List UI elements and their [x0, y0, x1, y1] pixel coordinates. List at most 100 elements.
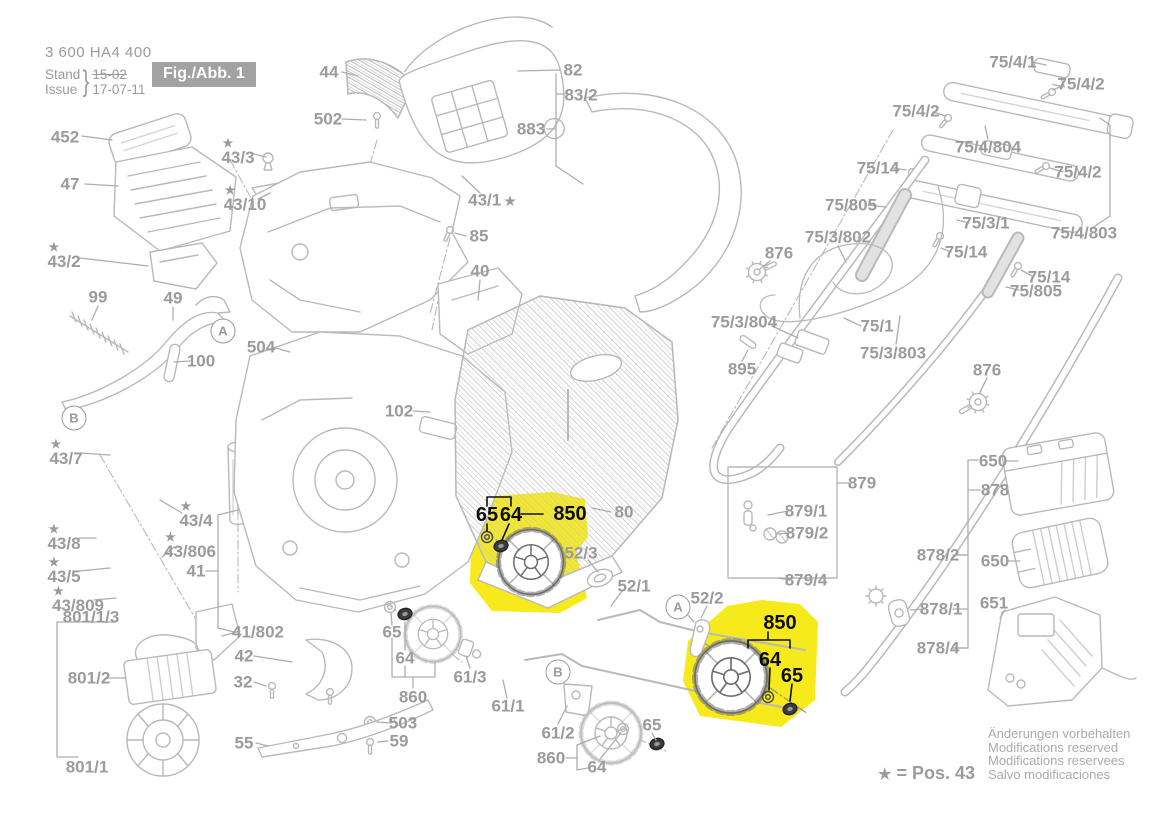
part-label-651: 651 — [979, 593, 1009, 613]
part-label-876: 876 — [764, 243, 794, 263]
part-label-878-4: 878/4 — [916, 638, 960, 658]
part-label-43-7: ★43/7 — [49, 436, 83, 468]
clip-43-3 — [262, 152, 274, 171]
part-label-59: 59 — [389, 731, 409, 751]
view-marker-B: B — [61, 405, 87, 431]
part-label-879-2: 879/2 — [785, 523, 829, 543]
clamp-75-3-804 — [776, 329, 830, 364]
bumper-41-802 — [195, 603, 241, 661]
part-label-65: 65 — [780, 664, 804, 687]
part-label-52-1: 52/1 — [617, 576, 651, 596]
clip-75-4-1 — [1033, 57, 1071, 88]
part-label-41-802: 41/802 — [232, 622, 284, 642]
part-label-52-3: 52/3 — [564, 543, 598, 563]
highlight-leader-lines — [486, 496, 793, 702]
star-icon: ★ — [878, 766, 892, 783]
part-label-44: 44 — [319, 62, 339, 82]
upper-deck-43-1 — [239, 161, 469, 333]
part-label-85: 85 — [469, 226, 489, 246]
crossbar-mid-75-4-804 — [920, 134, 1080, 182]
part-label-801-1: 801/1 — [65, 757, 109, 777]
stand-label: Stand — [45, 67, 81, 82]
part-label-878-1: 878/1 — [919, 599, 963, 619]
notice-line: Modifications reservees — [988, 753, 1125, 768]
leader-lines — [56, 61, 1111, 771]
part-label-650: 650 — [978, 451, 1008, 471]
part-label-102: 102 — [384, 401, 414, 421]
part-label-801-2: 801/2 — [67, 668, 111, 688]
part-label-61-1: 61/1 — [491, 696, 525, 716]
part-label-42: 42 — [234, 646, 254, 666]
part-label-100: 100 — [186, 351, 216, 371]
cable-75-3-802 — [798, 243, 893, 319]
crossbar-upper-75-4 — [943, 81, 1134, 139]
bolt-879-1 — [743, 500, 757, 532]
part-label-75-3-1: 75/3/1 — [962, 213, 1010, 233]
part-label-75-3-804: 75/3/804 — [710, 312, 778, 332]
part-label-650: 650 — [980, 551, 1010, 571]
battery-650-b — [1011, 517, 1109, 589]
part-label-47: 47 — [60, 174, 80, 194]
handlebar-tube-lower — [840, 273, 1123, 697]
part-label-64: 64 — [758, 648, 782, 671]
bracket-75-3-1 — [954, 183, 982, 209]
part-label-876: 876 — [972, 360, 1002, 380]
part-label-75-14: 75/14 — [1027, 267, 1071, 287]
view-marker-A: A — [210, 318, 236, 344]
part-label-55: 55 — [234, 733, 254, 753]
part-label-82: 82 — [563, 60, 583, 80]
part-label-32: 32 — [233, 672, 253, 692]
part-label-61-2: 61/2 — [541, 723, 575, 743]
part-label-75-4-2: 75/4/2 — [1057, 74, 1105, 94]
part-label-64: 64 — [499, 503, 523, 526]
part-label-83-2: 83/2 — [564, 85, 598, 105]
part-label-75-3-802: 75/3/802 — [804, 227, 872, 247]
part-label-75-14: 75/14 — [944, 242, 988, 262]
notice-line: Salvo modificaciones — [988, 766, 1111, 782]
part-label-75-805: 75/805 — [1010, 281, 1062, 301]
notice-line: Modifications reserved — [988, 739, 1119, 755]
part-label-75-14: 75/14 — [856, 158, 900, 178]
modification-notices: Änderungen vorbehalten Modifications res… — [988, 727, 1130, 781]
part-label-879-1: 879/1 — [784, 501, 828, 521]
part-label-878-2: 878/2 — [916, 545, 960, 565]
cover-43-2 — [149, 242, 218, 290]
part-label-41: 41 — [186, 561, 206, 581]
part-label-878: 878 — [980, 480, 1010, 500]
cable-75-3-803 — [759, 185, 945, 323]
notice-line: Änderungen vorbehalten — [988, 726, 1131, 741]
part-label-75-4-803: 75/4/803 — [1050, 223, 1118, 243]
part-label-879: 879 — [847, 473, 877, 493]
part-label-860: 860 — [536, 748, 566, 768]
part-label-64: 64 — [395, 648, 415, 668]
part-label-75-805: 75/805 — [825, 195, 877, 215]
pin-895 — [739, 334, 757, 350]
part-label-43-1: 43/1★ — [468, 190, 516, 210]
front-cover-47 — [113, 146, 237, 252]
part-label-52-2: 52/2 — [690, 588, 724, 608]
part-label-61-3: 61/3 — [453, 667, 487, 687]
part-label-75-4-804: 75/4/804 — [954, 137, 1022, 157]
part-label-40: 40 — [470, 261, 490, 281]
part-label-43-4: ★43/4 — [179, 498, 213, 530]
battery-650-a — [1001, 432, 1115, 516]
part-label-75-3-803: 75/3/803 — [859, 343, 927, 363]
handle-83-2 — [584, 92, 742, 313]
issue-value: 17-07-11 — [92, 82, 146, 97]
handlebar-tube-upper — [709, 155, 930, 485]
wing-42 — [305, 638, 353, 701]
part-label-883: 883 — [516, 119, 546, 139]
view-marker-B: B — [545, 659, 571, 685]
axle-rod-52-1 — [597, 609, 806, 651]
part-label-75-4-2: 75/4/2 — [1054, 162, 1102, 182]
tube-sleeve-75-805-b — [981, 231, 1025, 299]
part-label-895: 895 — [727, 359, 757, 379]
part-label-43-3: ★43/3 — [221, 135, 255, 167]
stand-issue-brace: } — [83, 65, 90, 98]
part-label-43-2: ★43/2 — [47, 239, 81, 271]
motor-801-1 — [126, 703, 200, 777]
electronics-801-2 — [123, 634, 217, 705]
pin-100 — [163, 343, 181, 383]
